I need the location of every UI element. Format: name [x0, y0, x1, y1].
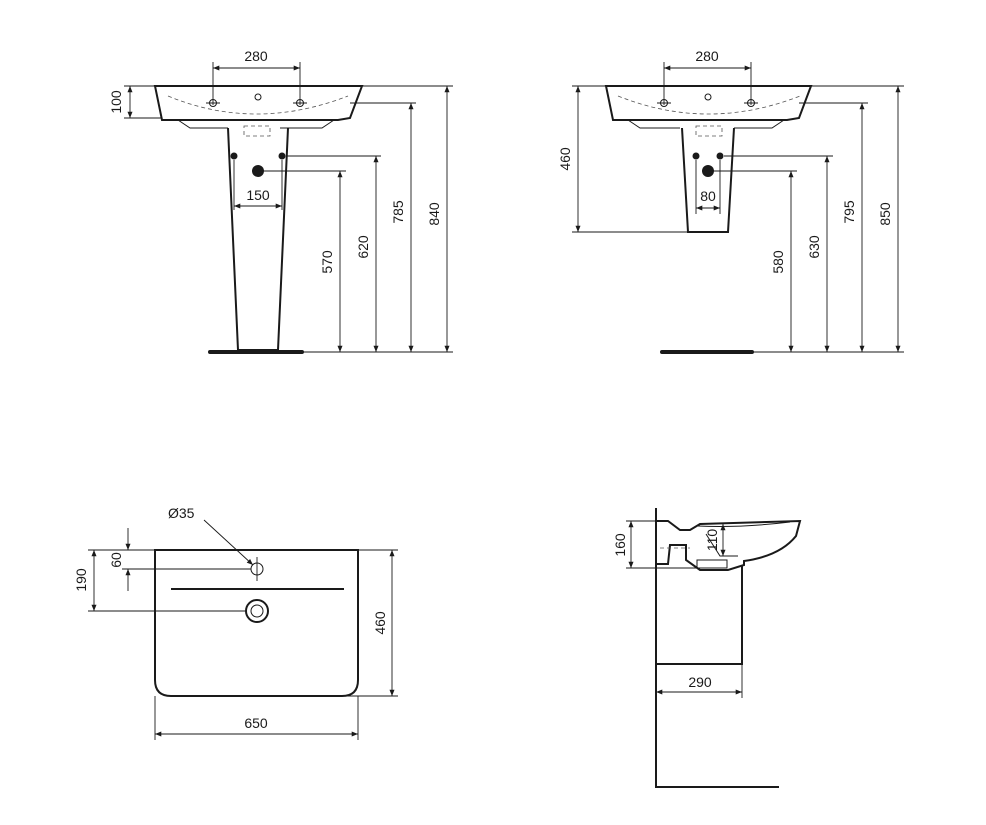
bowl-hidden-line: [617, 95, 801, 115]
dim-rim-depth: 100: [108, 90, 124, 114]
bowl-hidden-line: [167, 95, 349, 115]
dim-pipe-spacing: 80: [700, 188, 716, 204]
dim-tap-hole-offset: 60: [108, 552, 124, 568]
waste-dot: [702, 165, 714, 177]
basin-underside: [627, 119, 785, 129]
dim-rim-height: 840: [426, 202, 442, 226]
trap-hidden: [695, 125, 723, 137]
dim-taps-spacing: 280: [695, 48, 719, 64]
basin-underside: [177, 119, 335, 129]
dim-pipe-spacing: 150: [246, 187, 270, 203]
supply-left-dot: [230, 152, 238, 160]
dim-overflow-height: 795: [841, 200, 857, 224]
dim-supply-height: 620: [355, 235, 371, 259]
dim-overflow-height: 785: [390, 200, 406, 224]
dim-supply-height: 630: [806, 235, 822, 259]
side-section-view: 160 110 290: [612, 508, 802, 788]
dim-depth: 460: [372, 611, 388, 635]
waste-outlet: [696, 559, 728, 569]
dim-wall-distance: 290: [688, 674, 712, 690]
dim-bowl-depth: 110: [704, 529, 720, 552]
dim-bottom-height: 460: [557, 147, 573, 171]
bowl-inner: [697, 521, 791, 527]
supply-right-dot: [278, 152, 286, 160]
dim-hole-diameter: Ø35: [168, 505, 195, 521]
basin-outline: [153, 85, 364, 121]
tap-hole: [250, 557, 264, 581]
basin-section: [656, 519, 802, 571]
pedestal: [227, 127, 289, 351]
trap-hidden: [243, 125, 271, 137]
dim-rim-height: 850: [877, 202, 893, 226]
basin-outline: [604, 85, 813, 121]
dim-waste-height: 580: [770, 250, 786, 274]
pedestal-outline: [656, 565, 743, 665]
basin-plan-outline: [154, 549, 359, 697]
front-semi-pedestal-view: 280 460 80 580 630 795 850: [557, 48, 904, 354]
waste-channel: [705, 533, 738, 557]
semi-pedestal: [681, 127, 735, 233]
dim-total-depth: 160: [612, 533, 628, 557]
dim-width: 650: [244, 715, 268, 731]
center-hole: [704, 93, 712, 101]
wall-floor-line: [655, 508, 779, 788]
dim-waste-height: 570: [319, 250, 335, 274]
supply-right-dot: [716, 152, 724, 160]
dim-taps-spacing: 280: [244, 48, 268, 64]
front-pedestal-view: 280 100 150 570 620 785 840: [108, 48, 453, 354]
waste-hole: [245, 599, 269, 623]
plan-view: Ø35 60 190 460 650: [73, 505, 398, 740]
dim-waste-offset: 190: [73, 568, 89, 592]
center-hole: [254, 93, 262, 101]
supply-left-dot: [692, 152, 700, 160]
waste-dot: [252, 165, 264, 177]
